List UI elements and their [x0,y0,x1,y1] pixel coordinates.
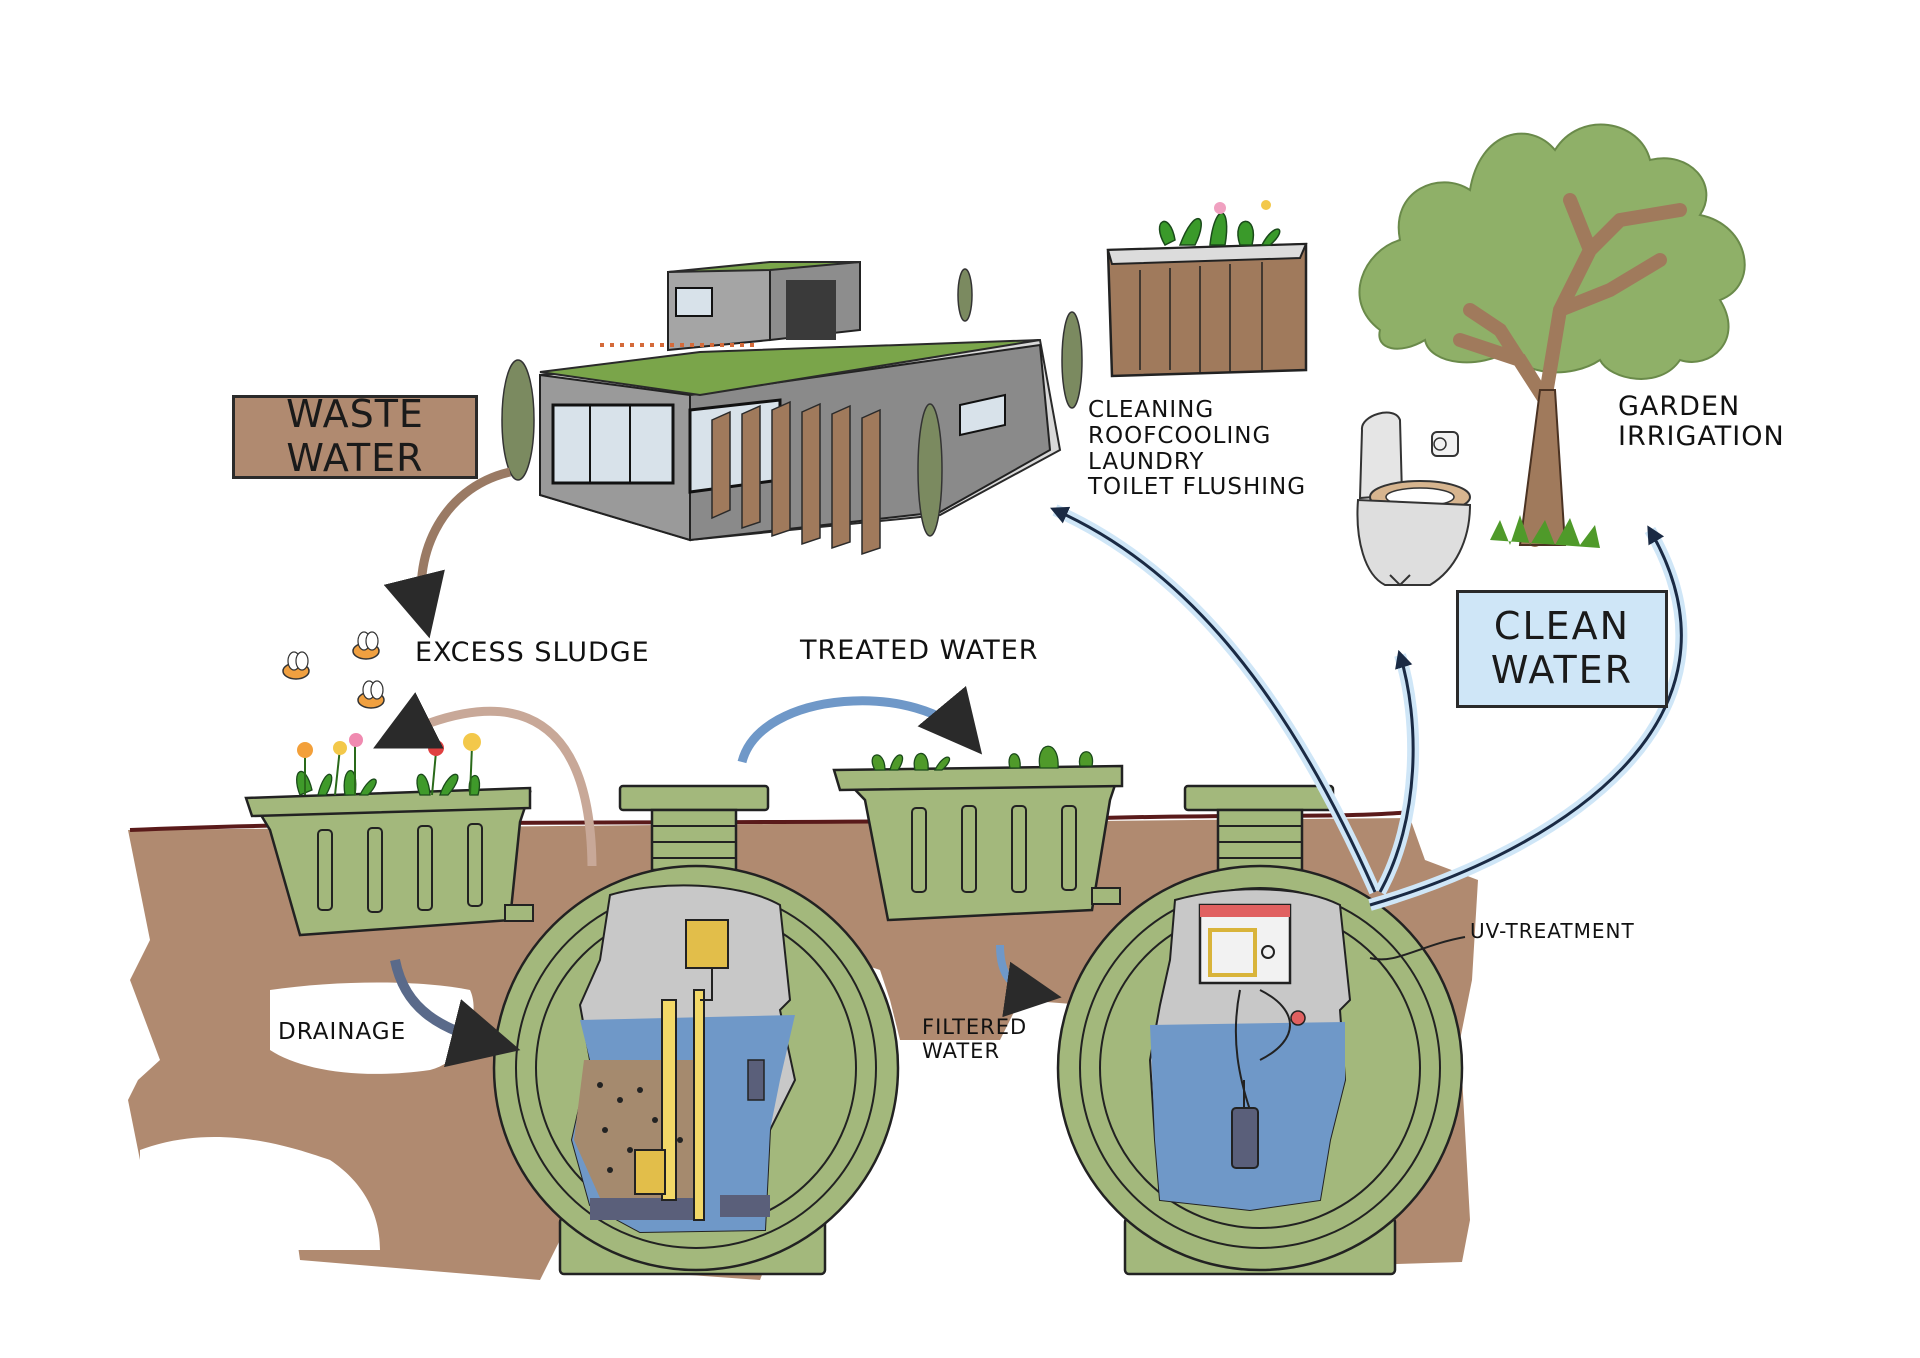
clean-water-line1: CLEAN [1493,604,1631,649]
arrow-filtered-water [996,944,1062,1018]
use-cleaning: CLEANING [1088,397,1215,423]
waste-water-text: WASTE WATER [286,392,424,480]
use-roofcooling: ROOFCOOLING [1088,422,1272,449]
garden-line2: IRRIGATION [1618,421,1785,453]
clean-water-line2: WATER [1490,648,1634,692]
arrow-drainage [390,958,521,1068]
roof-planter-icon [1106,200,1308,378]
uv-treatment-label: UV-TREATMENT [1470,919,1635,943]
arrow-waste-to-sludge [383,467,512,639]
flower-icon [296,733,481,796]
planter-icon [244,786,534,937]
garden-irrigation-label: GARDEN IRRIGATION [1618,391,1785,453]
water-uses-list: CLEANING ROOFCOOLING LAUNDRY TOILET FLUS… [1088,397,1307,501]
planter-icon [832,745,1124,922]
bee-icon [282,631,385,709]
tree-icon [1358,123,1746,548]
drainage-label: DRAINAGE [278,1019,407,1045]
excess-sludge-label: EXCESS SLUDGE [415,637,650,668]
toilet-icon [1356,411,1472,587]
garden-line1: GARDEN [1618,391,1741,422]
toilet-paper-icon [1431,431,1459,457]
use-toilet-flushing: TOILET FLUSHING [1088,474,1307,501]
treated-water-label: TREATED WATER [800,635,1039,666]
waste-water-label: WASTE WATER [232,392,478,480]
filtered-line2: WATER [922,1038,1001,1063]
uv-leader-line [1369,936,1466,961]
clean-water-label: CLEAN WATER [1456,590,1668,708]
use-laundry: LAUNDRY [1088,448,1205,475]
filtered-line1: FILTERED [922,1015,1028,1039]
filtered-water-label: FILTERED WATER [922,1015,1028,1063]
arrow-clean-water-uses [1050,504,1688,911]
house-icon [501,260,1083,556]
arrow-sludge-to-planter [373,692,597,867]
arrow-treated-water [737,685,983,764]
tank-icon [492,784,900,1276]
tank-icon [1056,784,1464,1276]
